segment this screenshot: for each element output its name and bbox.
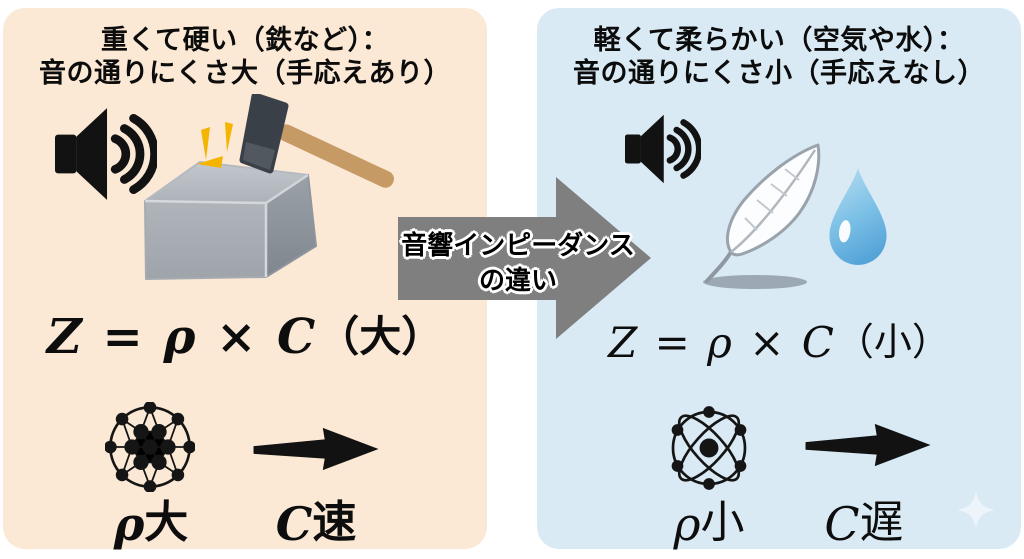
left-title-line2: 音の通りにくさ大（手応えあり） bbox=[39, 58, 451, 88]
drop-highlight bbox=[838, 220, 851, 243]
speaker-icon bbox=[55, 108, 157, 200]
right-formula-qualifier: （小） bbox=[835, 322, 950, 364]
sparkle-icon bbox=[957, 491, 995, 529]
right-arrow-icon bbox=[253, 427, 379, 471]
molecule-atoms bbox=[105, 402, 195, 492]
feather-shaft bbox=[730, 149, 817, 253]
speaker-icon bbox=[625, 114, 701, 184]
hammer-head bbox=[239, 94, 289, 174]
atom-nucleus bbox=[699, 438, 719, 458]
left-title-line1: 重くて硬い（鉄など）： bbox=[100, 25, 390, 55]
left-formula: Z = ρ × C（大） bbox=[3, 303, 487, 365]
hammer-handle bbox=[277, 124, 394, 188]
atom-orbit-icon bbox=[671, 406, 747, 490]
feather-quill bbox=[705, 250, 733, 283]
c-symbol: C bbox=[275, 497, 313, 551]
big-right-arrow-icon bbox=[398, 177, 651, 339]
right-panel-title: 軽くて柔らかい（空気や水）： 音の通りにくさ小（手応えなし） bbox=[537, 24, 1021, 90]
right-arrow-icon bbox=[805, 423, 931, 467]
sound-waves bbox=[666, 119, 701, 179]
right-density-label: ρ小 bbox=[673, 497, 745, 551]
left-formula-math: Z = ρ × C bbox=[46, 309, 318, 365]
right-title-line1: 軽くて柔らかい（空気や水）： bbox=[593, 25, 965, 55]
left-formula-qualifier: （大） bbox=[317, 313, 444, 360]
rho-symbol: ρ bbox=[113, 497, 145, 551]
atom-electrons bbox=[671, 406, 747, 490]
right-formula: Z = ρ × C（小） bbox=[537, 311, 1021, 367]
cube-edge-highlights bbox=[144, 173, 309, 277]
feather-illustration bbox=[703, 143, 821, 289]
water-drop-illustration bbox=[829, 168, 887, 265]
dense-molecule-icon bbox=[105, 402, 195, 492]
feather-barbs bbox=[744, 168, 800, 231]
c-symbol: C bbox=[824, 497, 860, 551]
left-panel-title: 重くて硬い（鉄など）： 音の通りにくさ大（手応えあり） bbox=[3, 24, 487, 90]
right-formula-math: Z = ρ × C bbox=[608, 318, 836, 367]
left-density-label: ρ大 bbox=[113, 497, 189, 551]
center-arrow-line1: 音響インピーダンス bbox=[401, 230, 635, 260]
feather-shadow bbox=[703, 275, 807, 289]
center-arrow-label: 音響インピーダンス の違い bbox=[398, 228, 638, 298]
feather-vane bbox=[726, 143, 821, 257]
impact-sparks bbox=[197, 122, 233, 168]
left-speed-label: C速 bbox=[275, 497, 357, 551]
center-arrow-line2: の違い bbox=[478, 265, 557, 295]
metal-block bbox=[144, 161, 317, 280]
sound-waves bbox=[110, 113, 157, 195]
right-title-line2: 音の通りにくさ小（手応えなし） bbox=[573, 58, 985, 88]
rho-symbol: ρ bbox=[673, 497, 701, 551]
hammer-striking-metal-block bbox=[144, 94, 394, 280]
right-speed-label: C遅 bbox=[824, 497, 904, 551]
